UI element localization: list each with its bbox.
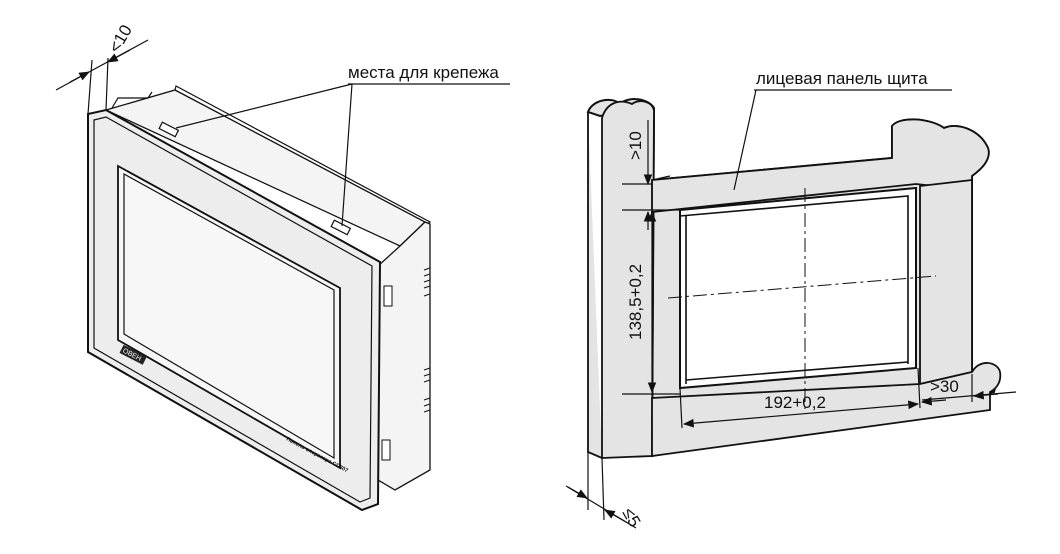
panel-left-pillar	[587, 100, 655, 460]
cutout-centerline-horizontal	[667, 275, 937, 299]
device-screen	[117, 164, 341, 470]
mount-leader-left	[175, 83, 353, 129]
depth-dimension-line	[55, 39, 149, 91]
depth-extension-line-back	[105, 57, 109, 111]
cutout-inner-edge-top	[679, 195, 909, 364]
panel-top-bar	[651, 118, 990, 214]
thickness-arrow-back	[604, 509, 627, 523]
device-screen-inner	[123, 172, 335, 460]
depth-dimension-text: <10	[105, 22, 136, 56]
width-extension-left	[679, 387, 683, 429]
device-isometric-view: ОВЕН Панель оператора СП307 <10 места дл…	[55, 22, 510, 512]
mount-slot-left	[158, 121, 180, 138]
depth-arrow-back	[107, 49, 131, 63]
connector-lower	[381, 439, 391, 461]
depth-arrow-front	[69, 71, 90, 83]
panel-label-leader	[733, 89, 757, 191]
thickness-arrow-front	[567, 486, 588, 499]
vent-slots	[423, 267, 431, 413]
panel-cutout-opening	[679, 186, 917, 390]
height-dimension-text: 138,5+0,2	[626, 264, 645, 340]
device-bezel-inner-edge	[93, 116, 373, 503]
depth-extension-line-front	[87, 59, 93, 115]
panel-right-pillar	[919, 178, 973, 386]
connector-upper	[383, 285, 393, 307]
top-margin-text: >10	[626, 131, 645, 160]
thickness-extension-back	[601, 457, 605, 521]
rightmargin-arrow	[920, 396, 947, 406]
rightmargin-arrow-2	[972, 390, 999, 400]
cutout-bottom-depth	[685, 361, 909, 381]
thickness-text: ≤5	[619, 505, 645, 531]
right-margin-text: >30	[930, 377, 959, 396]
panel-cutout-view: >10 138,5+0,2 192+0,2 >30 ≤5 лицевая пан…	[565, 69, 1017, 531]
width-extension-right	[917, 367, 921, 409]
width-dim-line	[682, 400, 920, 428]
mount-leader-right	[341, 83, 353, 227]
rightmargin-dim-line	[921, 391, 1017, 401]
width-dimension-text: 192+0,2	[764, 393, 826, 412]
housing-top-rib	[111, 91, 153, 109]
panel-label: лицевая панель щита	[756, 69, 928, 88]
mount-points-label: места для крепежа	[348, 63, 499, 82]
